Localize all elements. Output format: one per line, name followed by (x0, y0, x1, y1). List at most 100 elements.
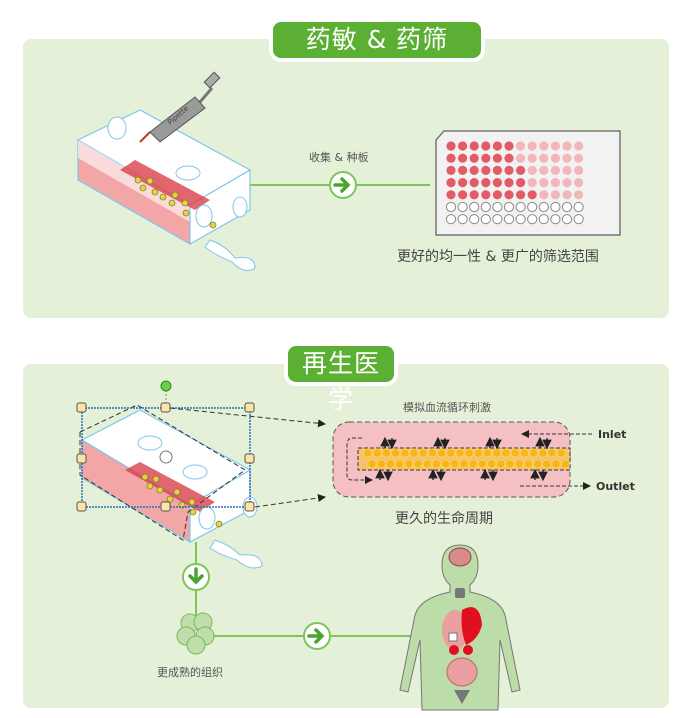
next-step-arrow-button-2[interactable] (303, 622, 331, 650)
plate-well (562, 165, 572, 175)
resize-handle[interactable] (160, 402, 171, 413)
plate-well (539, 165, 549, 175)
plate-well (504, 190, 514, 200)
plate-well (504, 153, 514, 163)
outlet-label: Outlet (596, 480, 635, 493)
cell (436, 448, 447, 458)
cell (409, 448, 419, 458)
next-step-arrow-button[interactable] (329, 171, 357, 199)
cell (542, 459, 552, 469)
cell (477, 459, 488, 469)
cell (547, 448, 557, 458)
cell (464, 448, 475, 458)
plate-well (550, 190, 561, 200)
cell (468, 459, 479, 469)
rotate-handle[interactable] (160, 380, 172, 392)
plate-well (527, 190, 537, 200)
plate-well (550, 153, 561, 163)
plate-well (539, 190, 549, 200)
plate-well (504, 141, 514, 151)
down-arrow-button[interactable] (182, 563, 210, 591)
cell (381, 448, 392, 458)
plate-well (446, 190, 456, 200)
cell (459, 459, 469, 469)
plate-well (457, 201, 468, 213)
plate-well (445, 201, 457, 213)
cell (394, 459, 405, 469)
resize-handle[interactable] (76, 402, 87, 413)
well-plate (435, 130, 621, 236)
cell (514, 459, 525, 469)
tissue-icon (176, 612, 215, 655)
cell (556, 448, 567, 458)
resize-handle[interactable] (76, 501, 87, 512)
resize-handle[interactable] (244, 453, 255, 464)
plate-well (539, 153, 549, 163)
plate-well (503, 214, 515, 225)
plate-well (481, 141, 491, 151)
inlet-label: Inlet (598, 428, 627, 441)
cell (505, 459, 515, 469)
plate-well (469, 178, 479, 188)
selection-box[interactable] (76, 380, 255, 512)
cell (510, 448, 521, 458)
section-title-drug-screening: 药敏 & 药筛 (269, 18, 485, 62)
cell (418, 448, 429, 458)
plate-well (539, 141, 549, 151)
uniformity-result-label: 更好的均一性 & 更广的筛选范围 (397, 249, 599, 265)
culture-flask-top (76, 109, 430, 271)
plate-well (561, 214, 573, 225)
plate-well (481, 153, 491, 163)
cell (486, 459, 497, 469)
plate-well (457, 214, 468, 225)
plate-well (492, 178, 502, 188)
cell (376, 459, 387, 469)
plate-well (574, 178, 584, 188)
plate-well (481, 190, 491, 200)
plate-well (503, 201, 515, 213)
plate-well (469, 165, 479, 175)
resize-handle[interactable] (244, 501, 255, 512)
plate-well (458, 190, 468, 200)
plate-well (550, 178, 561, 188)
plate-well (527, 214, 538, 225)
plate-well (561, 201, 573, 213)
cell (431, 459, 442, 469)
plate-well (516, 153, 526, 163)
plate-well (445, 214, 457, 225)
plate-well (516, 190, 526, 200)
cell (367, 459, 377, 469)
cell (446, 448, 456, 458)
plate-well (458, 165, 468, 175)
cell (492, 448, 502, 458)
plate-well (550, 141, 561, 151)
resize-handle[interactable] (244, 402, 255, 413)
plate-well (458, 141, 468, 151)
plate-well (515, 201, 526, 213)
flow-chamber (332, 421, 592, 498)
cell (455, 448, 465, 458)
plate-well (574, 190, 584, 200)
resize-handle[interactable] (160, 501, 171, 512)
plate-well (562, 190, 572, 200)
plate-well (550, 201, 561, 213)
cell (385, 459, 396, 469)
cell (532, 459, 543, 469)
cell (519, 448, 530, 458)
plate-well (504, 178, 514, 188)
plate-well (492, 153, 502, 163)
resize-handle[interactable] (76, 453, 87, 464)
plate-well (527, 201, 538, 213)
plate-well (446, 141, 456, 151)
plate-well (562, 153, 572, 163)
plate-well (469, 214, 480, 225)
plate-well (527, 165, 537, 175)
plate-well (446, 178, 456, 188)
plate-well (527, 153, 537, 163)
cell (538, 448, 548, 458)
cell (473, 448, 484, 458)
plate-well (573, 201, 584, 213)
cell (404, 459, 414, 469)
cell (560, 459, 571, 469)
